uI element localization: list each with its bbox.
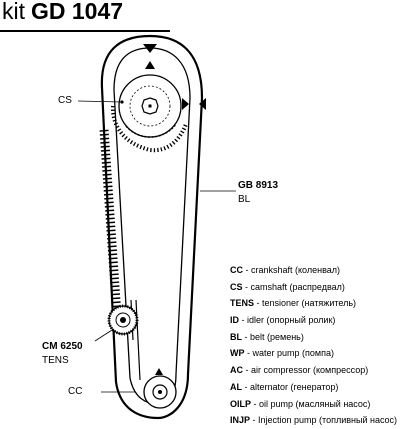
tensioner-leader-line [94, 329, 113, 342]
cs-label: CS [58, 95, 72, 106]
legend-item: TENS - tensioner (натяжитель) [230, 298, 357, 309]
timing-mark-side-icon [182, 98, 189, 110]
kit-title: kit GD 1047 [2, 0, 123, 25]
title-underline [0, 30, 170, 32]
kit-word: kit [2, 0, 25, 24]
cs-leader-line [77, 100, 123, 103]
crankshaft-pulley [143, 375, 177, 409]
legend-item: AC - air compressor (компрессор) [230, 365, 369, 376]
kit-code: GD 1047 [31, 0, 124, 24]
legend-item: BL - belt (ремень) [230, 331, 304, 342]
legend-item: INJP - Injection pump (топливный насос) [230, 415, 398, 426]
legend-item: CS - camshaft (распредвал) [230, 281, 345, 292]
tensioner-pulley [107, 304, 139, 336]
legend-item: ID - idler (опорный ролик) [230, 315, 336, 326]
legend-item: CC - crankshaft (коленвал) [230, 265, 341, 275]
timing-belt [99, 34, 204, 420]
legend-item: OILP - oil pump (масляный насос) [230, 398, 371, 409]
crank-timing-mark-icon [155, 368, 163, 375]
legend: CC - crankshaft (коленвал) CS - camshaft… [230, 262, 397, 429]
timing-mark-cam-icon [145, 61, 155, 69]
timing-mark-right-icon [199, 98, 206, 110]
timing-mark-top-icon [143, 44, 157, 53]
belt-code-label: GB 8913 [238, 180, 279, 191]
belt-type-label: BL [238, 194, 251, 205]
cc-label: CC [68, 386, 83, 397]
legend-item: WP - water pump (помпа) [230, 348, 334, 359]
camshaft-pulley [118, 74, 182, 138]
tensioner-code-label: CM 6250 [42, 341, 83, 352]
legend-item: AL - alternator (генератор) [230, 381, 339, 392]
tensioner-type-label: TENS [42, 355, 69, 366]
